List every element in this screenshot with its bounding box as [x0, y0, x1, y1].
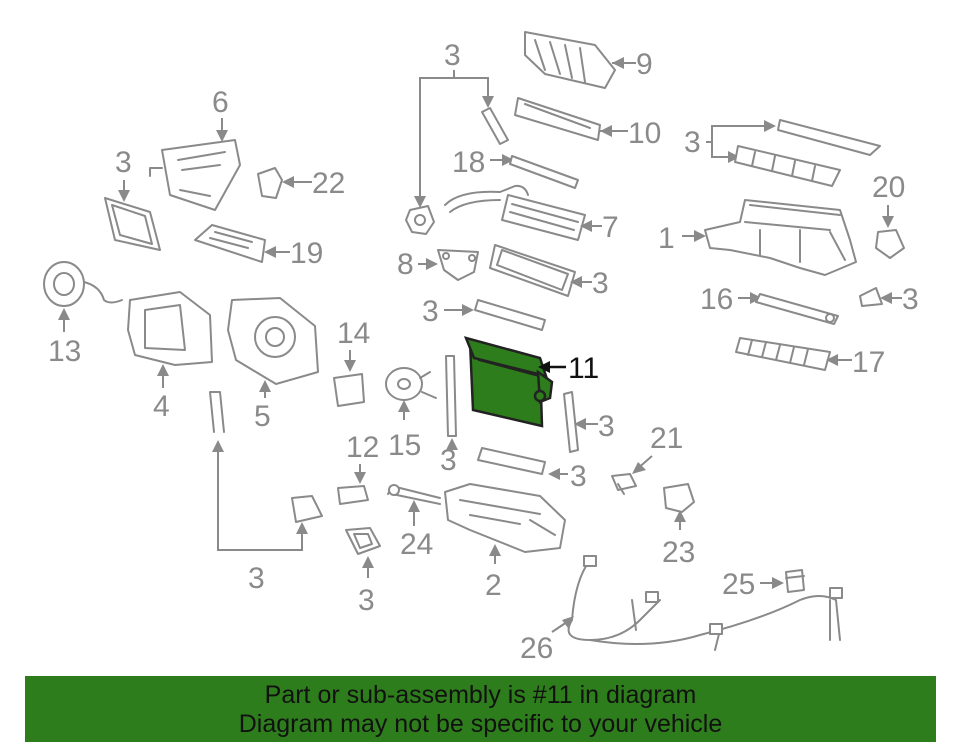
callout-9[interactable]: 9 [636, 48, 653, 81]
callout-3-seal[interactable]: 3 [358, 584, 375, 617]
part-15-motor[interactable] [385, 367, 437, 401]
callout-5[interactable]: 5 [254, 400, 271, 433]
part-3-seal-strip-top[interactable] [481, 107, 509, 145]
part-18-strip[interactable] [509, 155, 579, 189]
callout-20[interactable]: 20 [872, 171, 905, 204]
part-20-actuator[interactable] [875, 229, 905, 259]
callout-3-top[interactable]: 3 [444, 39, 461, 72]
part-22-connector[interactable] [257, 167, 283, 199]
callout-13[interactable]: 13 [48, 335, 81, 368]
callout-3-mid[interactable]: 3 [592, 267, 609, 300]
part-8-bracket[interactable] [437, 249, 479, 281]
banner-line-2: Diagram may not be specific to your vehi… [238, 710, 723, 738]
part-19-grille[interactable] [194, 224, 266, 263]
info-banner: Part or sub-assembly is #11 in diagram D… [25, 676, 936, 742]
part-4-housing[interactable] [127, 291, 213, 366]
part-1-hvac-case[interactable] [704, 199, 857, 276]
part-13-blower-motor[interactable] [43, 261, 123, 307]
part-17-grid-door[interactable] [735, 337, 831, 371]
part-26-wiring-harness[interactable] [567, 555, 843, 651]
callout-3-strip[interactable]: 3 [598, 410, 615, 443]
part-11-evaporator-core[interactable] [463, 336, 554, 428]
callout-6[interactable]: 6 [212, 86, 229, 119]
part-5-blower-case[interactable] [227, 297, 319, 385]
part-3-small-clip-left[interactable] [291, 495, 323, 523]
callout-23[interactable]: 23 [662, 536, 695, 569]
callout-11[interactable]: 11 [568, 352, 599, 385]
banner-line-1: Part or sub-assembly is #11 in diagram [264, 681, 697, 709]
callout-1[interactable]: 1 [658, 222, 675, 255]
part-12-sensor[interactable] [337, 485, 369, 505]
part-16-door[interactable] [755, 293, 839, 325]
callout-7[interactable]: 7 [602, 211, 619, 244]
part-3-vertical-seal-left[interactable] [445, 355, 457, 437]
part-2-lower-case[interactable] [444, 483, 566, 553]
callout-25[interactable]: 25 [722, 568, 755, 601]
callout-17[interactable]: 17 [852, 346, 885, 379]
callout-18[interactable]: 18 [452, 146, 485, 179]
part-3-filter-grid[interactable] [734, 145, 841, 187]
part-3-vertical-seal-right[interactable] [563, 391, 579, 453]
part-21-valve[interactable] [611, 473, 637, 495]
callout-12[interactable]: 12 [346, 431, 379, 464]
callout-26[interactable]: 26 [520, 632, 553, 665]
callout-19[interactable]: 19 [290, 237, 323, 270]
callout-24[interactable]: 24 [400, 528, 433, 561]
part-3-small-seal[interactable] [859, 287, 883, 307]
callout-2[interactable]: 2 [485, 569, 502, 602]
part-3-round-seal[interactable] [345, 527, 381, 555]
callout-3-core[interactable]: 3 [440, 444, 457, 477]
callout-16[interactable]: 16 [700, 283, 733, 316]
part-3-clip[interactable] [405, 205, 435, 235]
part-14-actuator[interactable] [333, 373, 365, 407]
part-3-filter-strip[interactable] [777, 119, 881, 156]
part-9-duct[interactable] [524, 31, 616, 89]
part-10-duct[interactable] [514, 97, 601, 141]
part-23-sensor[interactable] [663, 483, 695, 513]
callout-21[interactable]: 21 [650, 422, 683, 455]
callout-14[interactable]: 14 [337, 317, 370, 350]
part-7-heater-core[interactable] [444, 184, 586, 241]
part-25-plug[interactable] [785, 569, 805, 593]
callout-3-r2[interactable]: 3 [902, 283, 919, 316]
callout-15[interactable]: 15 [388, 429, 421, 462]
part-3-cabin-filter[interactable] [104, 197, 161, 251]
callout-3-low[interactable]: 3 [248, 562, 265, 595]
part-3-lower-seal[interactable] [477, 447, 546, 475]
callout-3-vent[interactable]: 3 [422, 295, 439, 328]
part-6-blower-housing[interactable] [149, 139, 241, 211]
callout-22[interactable]: 22 [312, 167, 345, 200]
callout-3-bottom[interactable]: 3 [570, 460, 587, 493]
callout-4[interactable]: 4 [153, 390, 170, 423]
part-3-strip-vent[interactable] [474, 299, 546, 331]
callout-3-left[interactable]: 3 [115, 146, 132, 179]
callout-10[interactable]: 10 [628, 117, 661, 150]
callout-8[interactable]: 8 [397, 248, 414, 281]
part-3-tube-seal[interactable] [209, 391, 225, 433]
part-3-seal-frame[interactable] [489, 244, 576, 297]
callout-3-right-top[interactable]: 3 [684, 126, 701, 159]
part-24-bolt[interactable] [387, 484, 441, 505]
